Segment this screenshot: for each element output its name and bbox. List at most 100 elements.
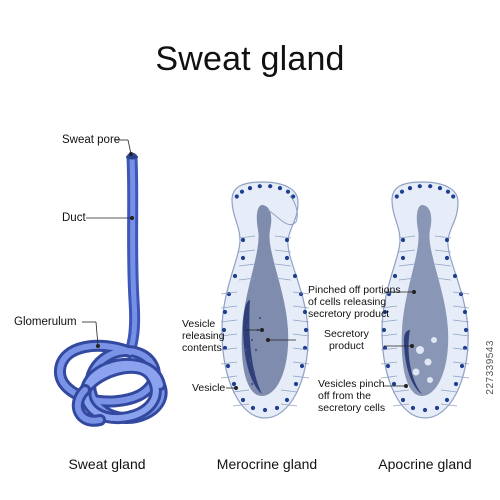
cell-nucleus — [444, 237, 450, 243]
cell-nucleus — [394, 194, 399, 199]
label-duct: Duct — [62, 212, 86, 224]
label-secretory-product: Secretory product — [324, 328, 369, 352]
cell-boundary — [238, 249, 256, 253]
apocrine-cell-layer — [380, 184, 470, 413]
cell-boundary — [434, 249, 452, 253]
cell-boundary — [452, 333, 470, 337]
cell-boundary — [232, 389, 250, 393]
cell-nucleus — [274, 405, 280, 411]
cell-nucleus — [221, 327, 227, 333]
cell-boundary — [398, 277, 416, 281]
cell-boundary — [452, 291, 470, 295]
cell-boundary — [238, 277, 256, 281]
cell-nucleus — [459, 363, 465, 369]
cell-nucleus — [444, 397, 450, 403]
label-vesicle-releasing-contents: Vesicle releasing contents — [182, 318, 225, 354]
cell-boundary — [274, 249, 292, 253]
cell-nucleus — [299, 363, 305, 369]
cell-boundary — [220, 305, 238, 309]
cell-boundary — [452, 347, 470, 351]
cell-boundary — [452, 375, 470, 379]
cell-nucleus — [451, 194, 456, 199]
cell-nucleus — [292, 273, 298, 279]
page-title: Sweat gland — [155, 40, 345, 78]
cell-boundary — [380, 347, 398, 351]
cell-boundary — [220, 333, 238, 337]
cell-boundary — [238, 235, 256, 239]
cell-nucleus — [239, 189, 245, 194]
cell-boundary — [220, 319, 238, 323]
cell-nucleus — [240, 397, 246, 403]
cell-nucleus — [385, 363, 391, 369]
cell-boundary — [440, 403, 458, 407]
cell-boundary — [274, 277, 292, 281]
cell-nucleus — [428, 184, 433, 189]
cell-boundary — [452, 319, 470, 323]
cell-boundary — [292, 375, 310, 379]
cell-nucleus — [250, 405, 256, 411]
cell-nucleus — [417, 184, 422, 189]
cell-nucleus — [284, 255, 290, 261]
cell-boundary — [434, 277, 452, 281]
cell-boundary — [280, 403, 298, 407]
cell-boundary — [274, 235, 292, 239]
cell-boundary — [392, 389, 410, 393]
cell-nucleus — [381, 327, 387, 333]
cell-nucleus — [445, 189, 451, 194]
cell-boundary — [434, 263, 452, 267]
cell-boundary — [398, 263, 416, 267]
cell-nucleus — [234, 194, 239, 199]
label-vesicles-pinch-off: Vesicles pinch off from the secretory ce… — [318, 378, 386, 414]
cell-nucleus — [285, 189, 291, 194]
cell-boundary — [292, 361, 310, 365]
left-leader-lines — [82, 139, 134, 348]
cell-nucleus — [257, 184, 262, 189]
cell-boundary — [452, 305, 470, 309]
cell-nucleus — [225, 363, 231, 369]
cell-boundary — [220, 291, 238, 295]
merocrine-cell-layer — [220, 184, 310, 413]
cell-nucleus — [399, 189, 405, 194]
glomerulum-coil — [54, 339, 168, 427]
cell-nucleus — [262, 407, 268, 413]
cell-boundary — [398, 249, 416, 253]
merocrine-lumen — [241, 205, 289, 396]
cell-nucleus — [231, 381, 237, 387]
cell-nucleus — [462, 309, 468, 315]
cell-boundary — [238, 263, 256, 267]
cell-boundary — [380, 333, 398, 337]
cell-boundary — [292, 291, 310, 295]
sweat-pore-opening — [126, 154, 138, 160]
cell-nucleus — [240, 255, 246, 261]
cell-boundary — [220, 347, 238, 351]
watermark-id: 227339543 — [485, 340, 496, 395]
cell-nucleus — [268, 184, 273, 189]
cell-nucleus — [232, 273, 238, 279]
merocrine-secretory-dots — [244, 316, 262, 386]
cell-nucleus — [463, 327, 469, 333]
cell-nucleus — [444, 255, 450, 261]
cell-nucleus — [422, 407, 428, 413]
cell-nucleus — [277, 186, 283, 191]
caption-apocrine-gland: Apocrine gland — [378, 456, 472, 472]
cell-nucleus — [302, 309, 308, 315]
cell-boundary — [220, 375, 238, 379]
cell-boundary — [274, 263, 292, 267]
cell-boundary — [398, 235, 416, 239]
label-pinched-off-portions: Pinched off portions of cells releasing … — [308, 284, 401, 320]
cell-boundary — [220, 361, 238, 365]
cell-nucleus — [222, 309, 228, 315]
cell-nucleus — [437, 186, 443, 191]
apocrine-lumen — [401, 205, 449, 396]
cell-nucleus — [391, 381, 397, 387]
cell-nucleus — [400, 237, 406, 243]
cell-boundary — [380, 319, 398, 323]
cell-boundary — [434, 235, 452, 239]
cell-nucleus — [410, 405, 416, 411]
cell-boundary — [232, 403, 250, 407]
cell-nucleus — [291, 194, 296, 199]
label-sweat-pore: Sweat pore — [62, 134, 121, 146]
cell-nucleus — [400, 255, 406, 261]
